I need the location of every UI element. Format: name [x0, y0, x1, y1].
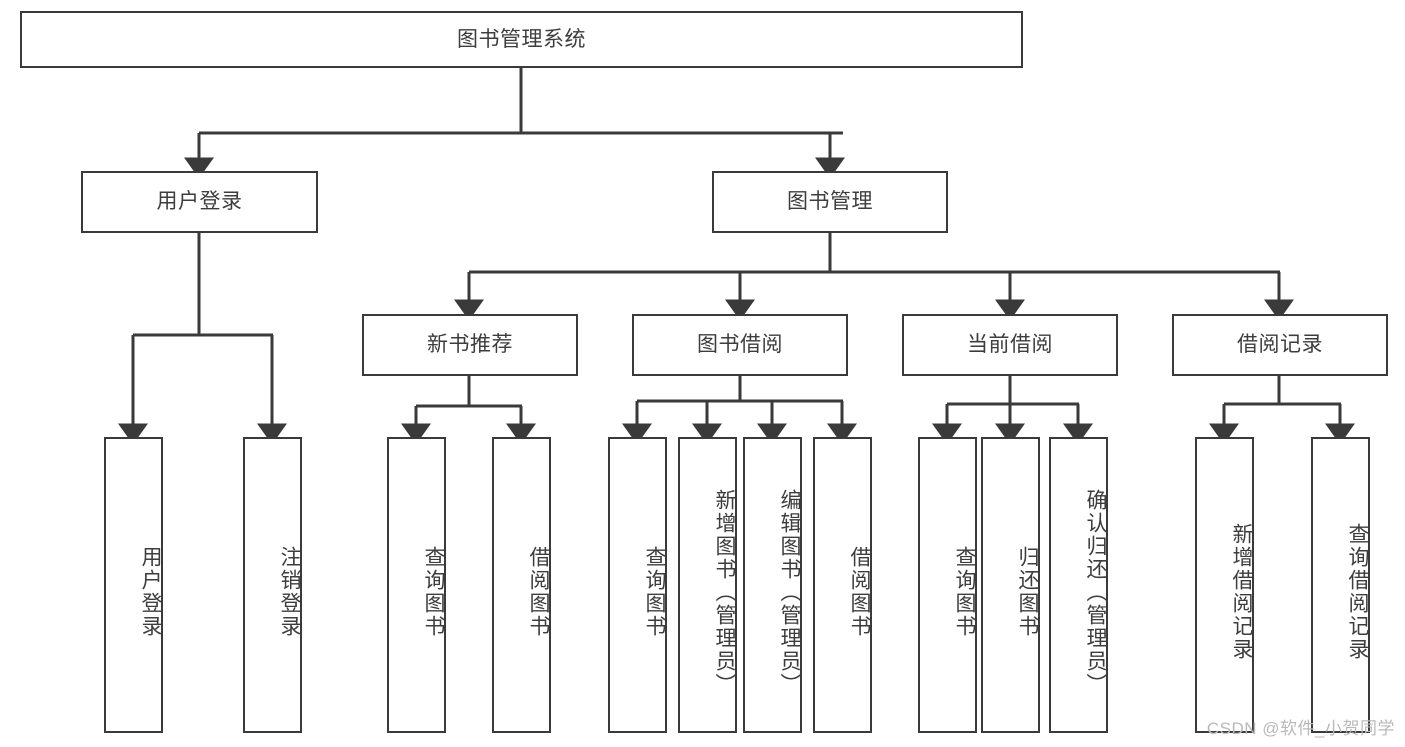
- node-leaf-borrow-book-a-label: 借阅图书: [527, 546, 550, 638]
- node-book-borrow-label: 图书借阅: [697, 333, 783, 357]
- node-current-borrow-label: 当前借阅: [967, 333, 1053, 357]
- node-user-login[interactable]: 用户登录: [81, 171, 318, 233]
- node-leaf-add-book-label: 新增图书（管理员）: [713, 488, 736, 696]
- node-new-book-recommend[interactable]: 新书推荐: [362, 314, 578, 376]
- node-borrow-record[interactable]: 借阅记录: [1172, 314, 1388, 376]
- node-leaf-query-record-label: 查询借阅记录: [1346, 523, 1369, 661]
- node-leaf-query-book-b[interactable]: 查询图书: [608, 437, 667, 733]
- node-leaf-edit-book-label: 编辑图书（管理员）: [778, 488, 801, 696]
- node-leaf-return-book-label: 归还图书: [1016, 546, 1039, 638]
- node-book-manage-label: 图书管理: [787, 190, 873, 214]
- node-leaf-confirm-return[interactable]: 确认归还（管理员）: [1049, 437, 1108, 733]
- node-leaf-logout-label: 注销登录: [278, 546, 301, 638]
- node-leaf-return-book[interactable]: 归还图书: [981, 437, 1040, 733]
- node-leaf-confirm-return-label: 确认归还（管理员）: [1084, 488, 1107, 696]
- node-leaf-borrow-book-b[interactable]: 借阅图书: [813, 437, 872, 733]
- node-leaf-query-book-b-label: 查询图书: [643, 546, 666, 638]
- node-leaf-borrow-book-a[interactable]: 借阅图书: [492, 437, 551, 733]
- node-leaf-add-record[interactable]: 新增借阅记录: [1195, 437, 1254, 733]
- node-leaf-edit-book[interactable]: 编辑图书（管理员）: [743, 437, 802, 733]
- watermark: CSDN @软件_小贺同学: [1206, 719, 1395, 738]
- node-new-book-recommend-label: 新书推荐: [427, 333, 513, 357]
- node-root[interactable]: 图书管理系统: [20, 11, 1023, 68]
- node-leaf-query-book-a-label: 查询图书: [422, 546, 445, 638]
- node-leaf-user-login-label: 用户登录: [139, 546, 162, 638]
- node-root-label: 图书管理系统: [457, 27, 586, 51]
- node-leaf-query-record[interactable]: 查询借阅记录: [1311, 437, 1370, 733]
- node-borrow-record-label: 借阅记录: [1237, 333, 1323, 357]
- node-leaf-add-book[interactable]: 新增图书（管理员）: [678, 437, 737, 733]
- node-current-borrow[interactable]: 当前借阅: [902, 314, 1118, 376]
- node-leaf-user-login[interactable]: 用户登录: [104, 437, 163, 733]
- node-leaf-add-record-label: 新增借阅记录: [1230, 523, 1253, 661]
- node-user-login-label: 用户登录: [156, 190, 243, 214]
- node-leaf-query-book-c[interactable]: 查询图书: [918, 437, 977, 733]
- node-leaf-query-book-a[interactable]: 查询图书: [387, 437, 446, 733]
- node-leaf-logout[interactable]: 注销登录: [243, 437, 302, 733]
- node-book-borrow[interactable]: 图书借阅: [632, 314, 848, 376]
- node-leaf-borrow-book-b-label: 借阅图书: [848, 546, 871, 638]
- node-book-manage[interactable]: 图书管理: [712, 171, 948, 233]
- node-leaf-query-book-c-label: 查询图书: [953, 546, 976, 638]
